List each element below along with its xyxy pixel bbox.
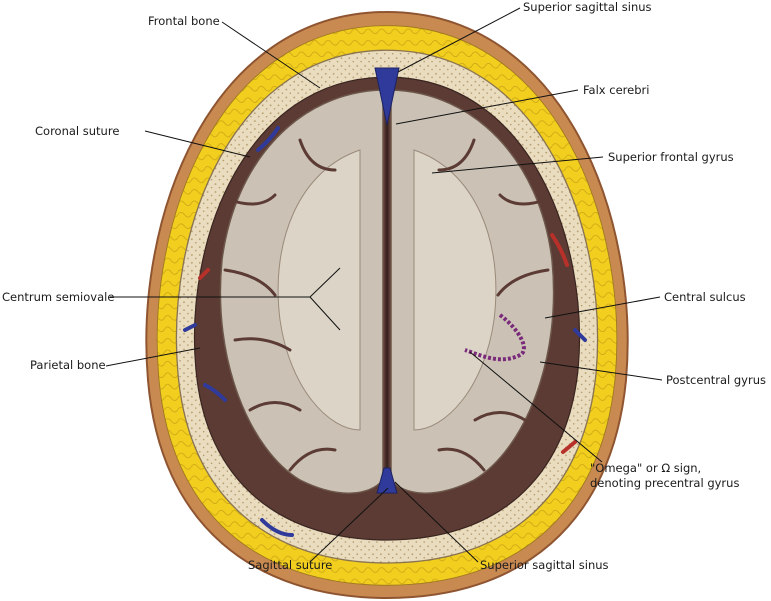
label-centrum-semiovale: Centrum semiovale (2, 290, 115, 304)
leader-lines (105, 7, 663, 563)
label-superior-sagittal-sinus-top: Superior sagittal sinus (523, 0, 652, 14)
label-falx-cerebri: Falx cerebri (583, 83, 650, 97)
label-omega-sign-line2: denoting precentral gyrus (590, 476, 740, 490)
right-hemisphere (390, 89, 555, 494)
label-superior-sagittal-sinus-bottom: Superior sagittal sinus (480, 558, 609, 572)
omega-sign-central-sulcus (464, 313, 526, 362)
label-parietal-bone: Parietal bone (30, 358, 106, 372)
label-postcentral-gyrus: Postcentral gyrus (666, 373, 766, 387)
label-sagittal-suture: Sagittal suture (248, 558, 333, 572)
sulci (223, 138, 550, 472)
superior-sagittal-sinus-top (374, 67, 400, 126)
label-coronal-suture: Coronal suture (35, 124, 120, 138)
left-hemisphere (219, 89, 384, 494)
superior-sagittal-sinus-bottom (376, 467, 398, 494)
label-central-sulcus: Central sulcus (664, 290, 746, 304)
label-omega-sign-line1: "Omega" or Ω sign, (590, 461, 702, 475)
vessels (183, 126, 587, 537)
label-superior-frontal-gyrus: Superior frontal gyrus (608, 150, 734, 164)
label-frontal-bone: Frontal bone (148, 14, 220, 28)
